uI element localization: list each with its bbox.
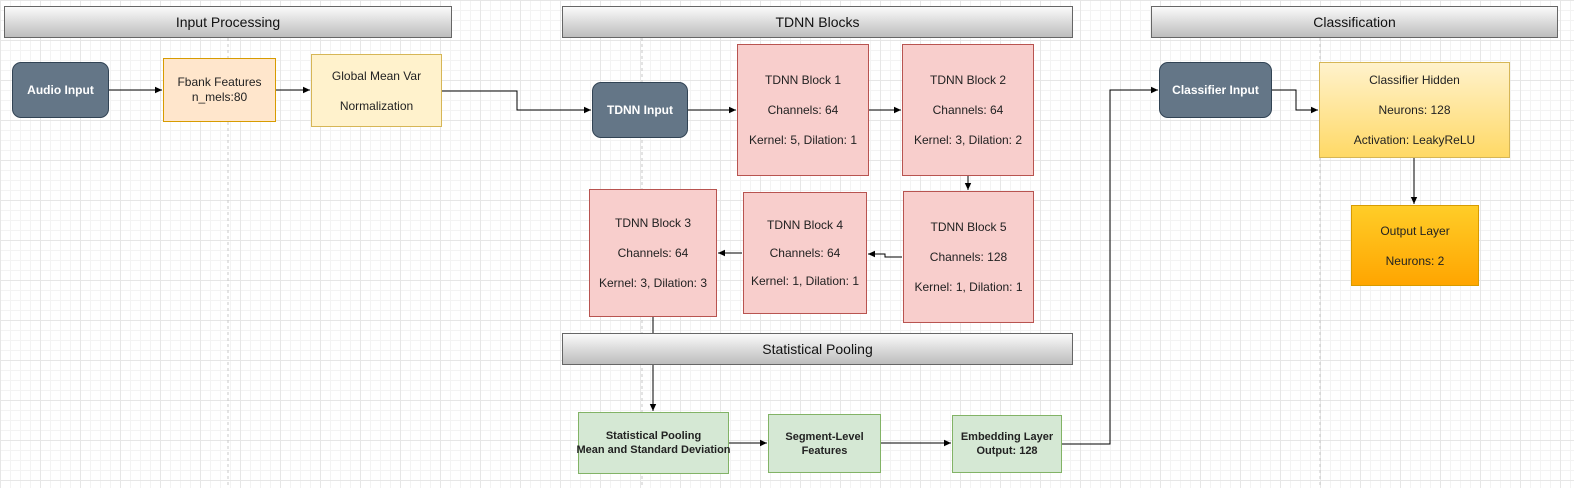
classifier-input-node: Classifier Input [1159,62,1272,118]
node-line: Audio Input [27,83,94,97]
classifier-hidden-node: Classifier Hidden Neurons: 128 Activatio… [1319,62,1510,158]
audio-input-node: Audio Input [12,62,109,118]
node-line: n_mels:80 [191,90,248,104]
node-line: Neurons: 128 [1378,103,1451,117]
output-layer-node: Output Layer Neurons: 2 [1351,205,1479,286]
header-label: Input Processing [175,14,281,30]
tdnn-block-5-node: TDNN Block 5 Channels: 128 Kernel: 1, Di… [903,191,1034,323]
edge-block5-to-block4 [868,250,902,258]
global-mean-var-normalization-node: Global Mean Var Normalization [311,54,442,127]
header-statistical-pooling: Statistical Pooling [562,333,1073,365]
node-line: Kernel: 3, Dilation: 2 [913,133,1023,147]
header-label: Classification [1313,14,1396,30]
node-line: TDNN Block 1 [764,73,841,87]
edge-embedding-to-classifier-input [1062,86,1158,445]
node-line: Classifier Input [1172,83,1259,97]
header-classification: Classification [1151,6,1558,38]
tdnn-block-3-node: TDNN Block 3 Channels: 64 Kernel: 3, Dil… [589,189,717,317]
node-line: TDNN Block 4 [766,218,843,232]
tdnn-block-1-node: TDNN Block 1 Channels: 64 Kernel: 5, Dil… [737,44,869,176]
tdnn-block-4-node: TDNN Block 4 Channels: 64 Kernel: 1, Dil… [743,192,867,314]
node-line: Embedding Layer [960,431,1054,443]
node-line: TDNN Block 3 [614,216,691,230]
statistical-pooling-node: Statistical Pooling Mean and Standard De… [576,412,731,474]
edge-gmvn-to-tdnn-input [442,90,591,114]
node-line: Segment-Level [785,430,864,443]
node-line: Channels: 64 [932,103,1004,117]
embedding-layer-node: Embedding Layer Output: 128 [952,415,1062,473]
node-line: Features [801,444,848,457]
header-label: TDNN Blocks [775,14,860,30]
node-line: Normalization [339,98,414,113]
header-input-processing: Input Processing [4,6,452,38]
edge-classifier-input-to-hidden [1272,89,1318,114]
header-label: Statistical Pooling [762,341,873,357]
node-line: Channels: 64 [617,246,689,260]
fbank-features-node: Fbank Features n_mels:80 [163,58,276,122]
segment-level-features-node: Segment-Level Features [768,414,881,473]
node-line: Neurons: 2 [1385,253,1445,268]
node-line: Output: 128 [976,445,1038,457]
tdnn-input-node: TDNN Input [592,82,688,138]
node-line: Activation: LeakyReLU [1353,133,1476,147]
node-line: Kernel: 1, Dilation: 1 [914,280,1023,294]
node-line: Kernel: 1, Dilation: 1 [750,274,860,288]
node-line: Channels: 128 [929,250,1008,264]
node-line: Channels: 64 [767,103,839,117]
node-line: Statistical Pooling [605,430,702,442]
node-line: TDNN Block 2 [929,73,1006,87]
node-line: Classifier Hidden [1369,73,1460,87]
node-line: Global Mean Var [331,68,422,83]
header-tdnn-blocks: TDNN Blocks [562,6,1073,38]
node-line: Channels: 64 [769,246,841,260]
node-line: TDNN Input [607,103,673,117]
node-line: Fbank Features [177,75,262,89]
node-line: Output Layer [1380,223,1450,238]
node-line: Kernel: 3, Dilation: 3 [598,276,708,290]
node-line: Mean and Standard Deviation [576,444,731,456]
node-line: Kernel: 5, Dilation: 1 [748,133,858,147]
tdnn-block-2-node: TDNN Block 2 Channels: 64 Kernel: 3, Dil… [902,44,1034,176]
node-line: TDNN Block 5 [930,220,1007,234]
